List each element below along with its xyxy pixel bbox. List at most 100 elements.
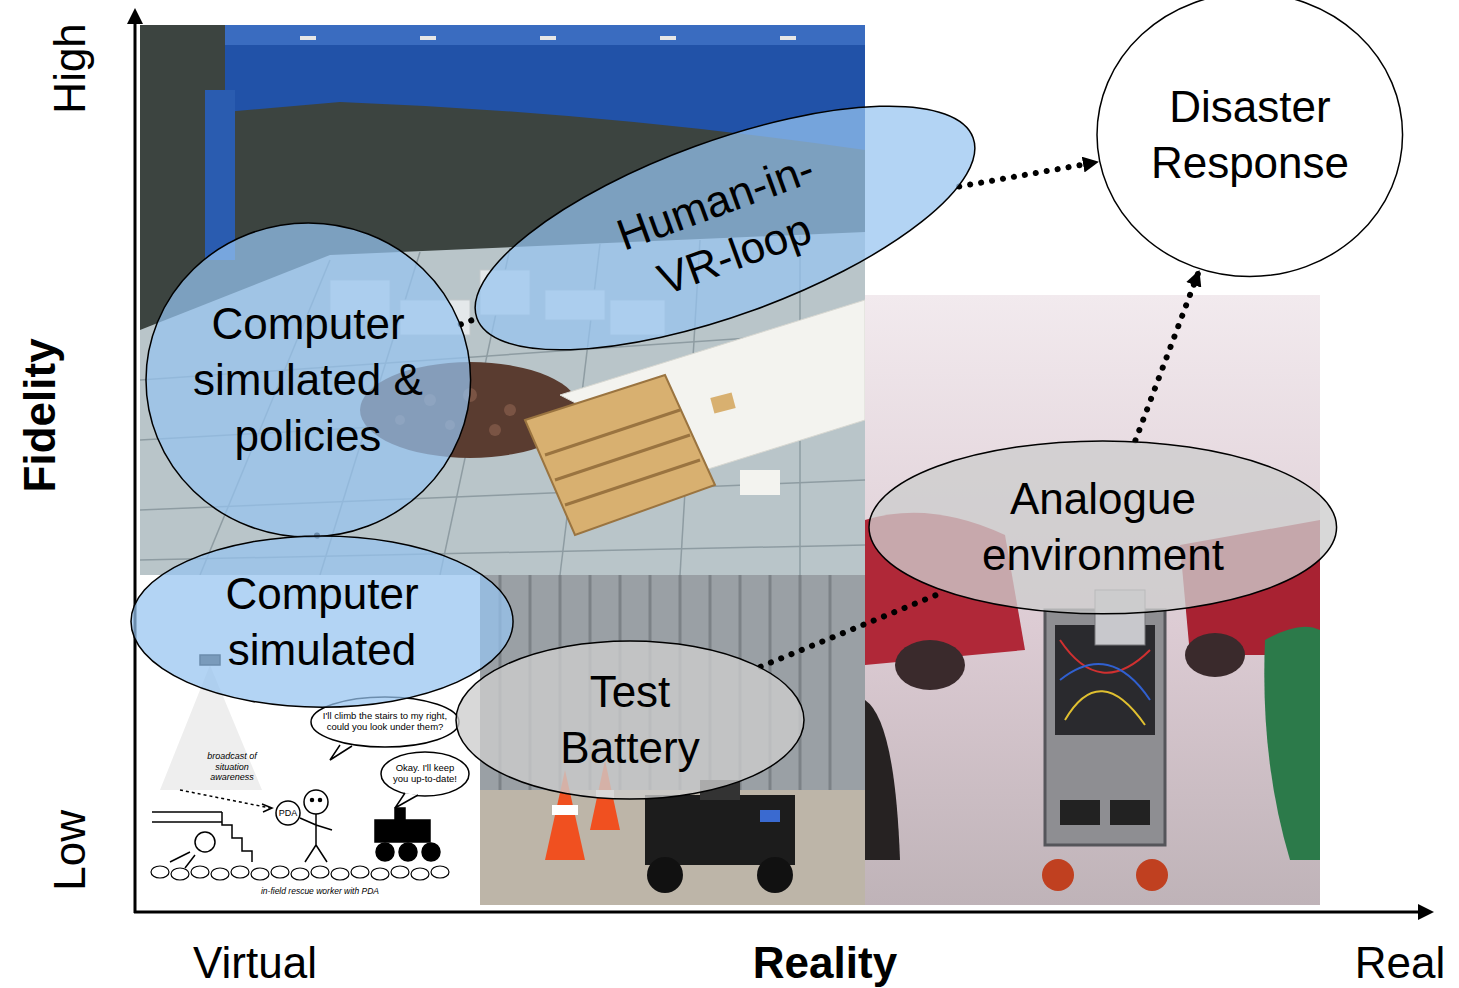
node-label: Computer simulated [202, 566, 442, 678]
ellipse-node: Test Battery [455, 640, 805, 800]
comic-sketch-part-part [351, 866, 369, 878]
comic-sketch-part [422, 843, 440, 861]
sketch-label: I'll climb the stairs to my right, could… [322, 711, 448, 733]
garage-photo-part [757, 857, 793, 893]
node-text-group: Test Battery [530, 664, 730, 776]
comic-sketch-part-part [391, 866, 409, 878]
comic-sketch-part-part [251, 868, 269, 880]
axes-part [127, 8, 143, 24]
comic-sketch-part [300, 814, 332, 862]
comic-sketch-part-part [371, 868, 389, 880]
sketch-label: PDA [279, 808, 298, 818]
dotted-connector [761, 592, 945, 667]
node-label: Analogue environment [953, 471, 1253, 583]
garage-photo-part-part [829, 575, 832, 800]
comic-sketch-part-part [271, 866, 289, 878]
garage-photo-part [552, 805, 578, 815]
ellipse-node-outline [130, 535, 514, 708]
analogue-photo-part [1264, 627, 1320, 860]
ellipse-node: Computer simulated & policies [145, 222, 472, 538]
comic-sketch-part [180, 790, 270, 808]
dotted-connector [959, 162, 1099, 187]
comic-sketch-part [276, 801, 300, 825]
simulation-render-part [545, 410, 700, 505]
axis-label: Real [1355, 937, 1446, 988]
comic-sketch-part [319, 799, 322, 802]
axis-label: Reality [753, 937, 897, 988]
simulation-render-part-part [780, 36, 796, 40]
simulation-render-part [205, 90, 235, 260]
ellipse-node-shape [447, 56, 1003, 400]
comic-sketch-part [399, 843, 417, 861]
comic-sketch-part [222, 812, 252, 862]
comic-sketch-part [170, 852, 195, 868]
comic-sketch-part-part [211, 868, 229, 880]
analogue-photo-part [1185, 633, 1245, 677]
comic-sketch-part-part [191, 866, 209, 878]
ellipse-node-shape [146, 223, 471, 537]
analogue-photo-part [1060, 640, 1150, 725]
ellipse-node-shape [131, 536, 513, 707]
garage-photo-part [647, 857, 683, 893]
garage-photo-part [760, 810, 780, 822]
simulation-render-part [710, 392, 735, 413]
simulation-render-part-part [555, 435, 690, 480]
axis-label: Low [44, 810, 97, 891]
comic-sketch-part [376, 843, 394, 861]
axis-label: High [44, 23, 97, 114]
garage-photo-part-part [799, 575, 802, 800]
analogue-photo-part [1060, 800, 1100, 825]
node-text-group: Disaster Response [1125, 79, 1375, 191]
dotted-connector [1135, 270, 1199, 441]
comic-sketch-part [262, 804, 272, 812]
simulation-render-part-part [660, 36, 676, 40]
comic-sketch-part [395, 808, 405, 820]
analogue-photo-part [1110, 800, 1150, 825]
comic-sketch-part [311, 799, 314, 802]
sketch-label: Okay. I'll keep you up-to-date! [388, 763, 462, 785]
analogue-photo-part [865, 700, 900, 860]
comic-sketch-part [152, 811, 222, 813]
ellipse-node: Analogue environment [868, 440, 1338, 615]
simulation-render-part-part [545, 410, 680, 455]
comic-sketch-part [330, 745, 352, 760]
analogue-photo-part [1042, 859, 1074, 891]
simulation-render-part [740, 470, 780, 495]
comic-sketch-part-part [231, 866, 249, 878]
axes-part [1418, 904, 1434, 920]
node-label: Disaster Response [1125, 79, 1375, 191]
simulation-render-part-part [300, 36, 316, 40]
simulation-render-part-part [504, 404, 516, 416]
axes-part [134, 911, 1420, 914]
node-label: Computer simulated & policies [188, 296, 428, 464]
simulation-render-part-part [420, 36, 436, 40]
ellipse-node-shape [456, 641, 804, 799]
ellipse-node-shape [869, 441, 1337, 614]
comic-sketch-part [375, 820, 430, 842]
sketch-label: in-field rescue worker with PDA [260, 887, 380, 897]
node-text-group: Computer simulated [202, 566, 442, 678]
axis-label: Fidelity [14, 338, 67, 492]
simulation-render-part-part [565, 460, 700, 505]
axes [127, 8, 1434, 920]
simulation-render-part-part [489, 424, 501, 436]
comic-sketch-part [195, 832, 215, 852]
dotted-connector [461, 319, 476, 325]
ellipse-node-outline [868, 440, 1338, 615]
comic-sketch-part-part [151, 866, 169, 878]
axis-label: Virtual [193, 937, 317, 988]
analogue-photo-part-part [1060, 664, 1150, 700]
analogue-photo-part [1136, 859, 1168, 891]
comic-sketch-part-part [411, 868, 429, 880]
comic-sketch-part-part [171, 868, 189, 880]
comic-sketch-part [395, 793, 418, 808]
comic-sketch-part [151, 866, 449, 880]
comic-sketch-part-part [431, 866, 449, 878]
node-label: Test Battery [530, 664, 730, 776]
comic-sketch-part [381, 752, 469, 796]
ellipse-node: Computer simulated [130, 535, 514, 708]
analogue-photo-part-part [1065, 691, 1145, 725]
garage-photo-part [480, 790, 865, 905]
simulation-render-part-part [540, 36, 556, 40]
analogue-photo-part [895, 640, 965, 690]
